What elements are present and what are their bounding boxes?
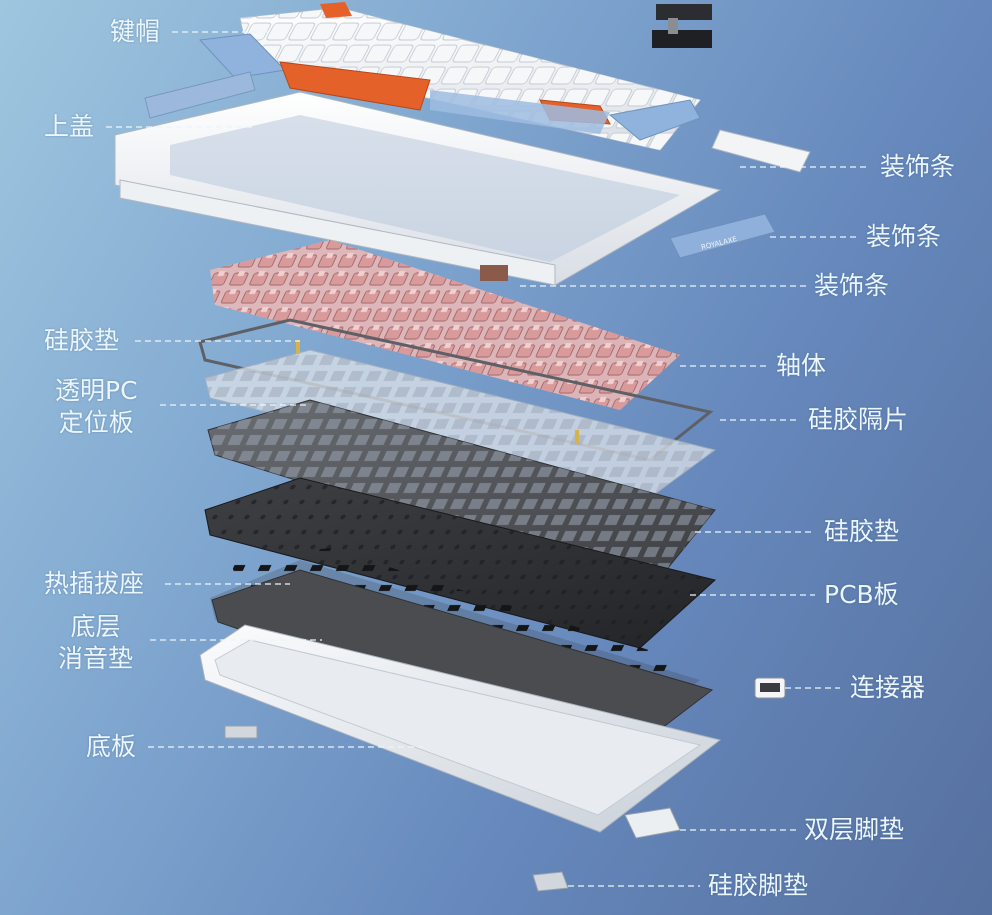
label-connector: 连接器 bbox=[850, 673, 926, 702]
label-trim-2: 装饰条 bbox=[866, 222, 942, 251]
switches-layer bbox=[210, 240, 680, 410]
silicone-foot bbox=[532, 871, 569, 892]
label-top-cover: 上盖 bbox=[44, 112, 95, 141]
left-trim-bar bbox=[144, 71, 256, 119]
label-pcb: PCB板 bbox=[824, 580, 899, 609]
label-bottom-case: 底板 bbox=[86, 732, 137, 761]
label-silicone-separator: 硅胶隔片 bbox=[808, 405, 909, 434]
callout-leader-lines bbox=[106, 31, 870, 887]
label-silicone-pad-top: 硅胶垫 bbox=[44, 326, 120, 355]
dual-layer-foot bbox=[624, 807, 681, 839]
label-trim-3: 装饰条 bbox=[814, 271, 890, 300]
silicone-separator-frame bbox=[198, 318, 714, 462]
trim-bar-2: ROYALAXE bbox=[669, 213, 776, 259]
label-bottom-foam-line1: 底层 bbox=[70, 612, 121, 641]
label-hotswap-sockets: 热插拔座 bbox=[44, 569, 145, 598]
label-trim-1: 装饰条 bbox=[880, 152, 956, 181]
label-keycaps: 键帽 bbox=[110, 17, 161, 46]
trim-bar-1 bbox=[711, 129, 811, 173]
label-bottom-foam: 底层 消音垫 bbox=[58, 611, 133, 675]
pc-plate bbox=[204, 340, 717, 506]
label-pc-plate-line2: 定位板 bbox=[58, 408, 134, 437]
label-switches: 轴体 bbox=[776, 351, 827, 380]
pcb-board bbox=[204, 477, 717, 649]
usb-connector-icon bbox=[754, 677, 786, 699]
stabilizer-part-icon bbox=[652, 4, 712, 48]
label-pc-plate: 透明PC 定位板 bbox=[55, 375, 138, 439]
silicone-foot-left bbox=[224, 725, 258, 739]
label-dual-layer-feet: 双层脚垫 bbox=[804, 815, 905, 844]
top-cover-frame bbox=[114, 91, 722, 286]
keycaps-layer bbox=[198, 2, 701, 151]
label-silicone-feet: 硅胶脚垫 bbox=[708, 871, 809, 900]
bottom-case bbox=[199, 624, 722, 833]
label-bottom-foam-line2: 消音垫 bbox=[58, 644, 134, 673]
label-silicone-pad-mid: 硅胶垫 bbox=[824, 517, 900, 546]
label-pc-plate-line1: 透明PC bbox=[55, 376, 138, 405]
